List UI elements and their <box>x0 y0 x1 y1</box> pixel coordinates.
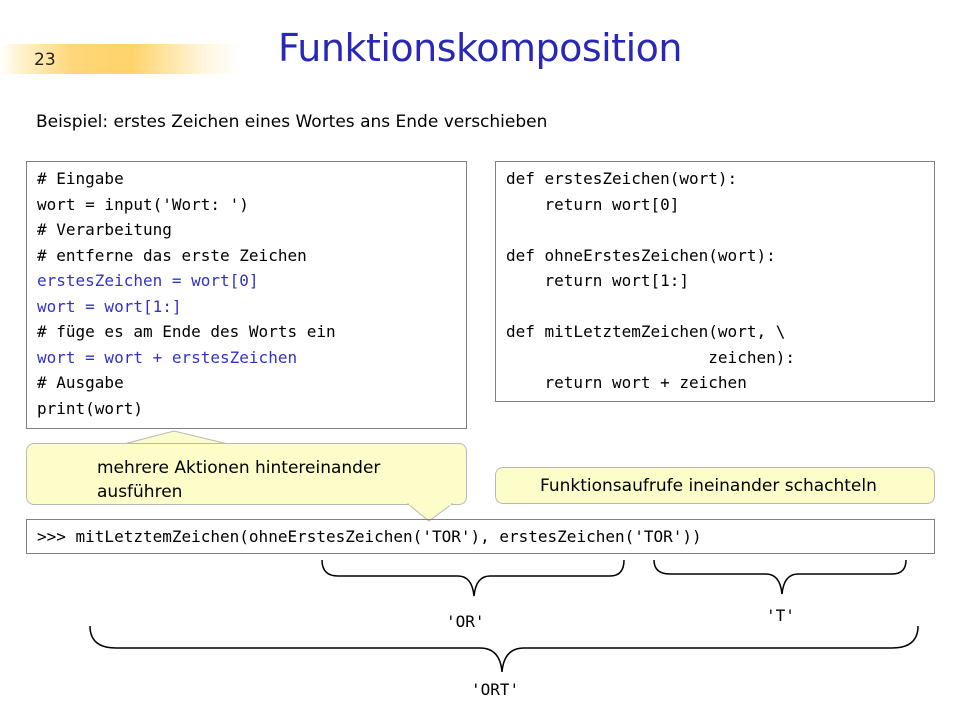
result-or: 'OR' <box>444 612 487 631</box>
slide-subtitle: Beispiel: erstes Zeichen eines Wortes an… <box>36 112 548 132</box>
code-line: # füge es am Ende des Worts ein <box>37 322 336 341</box>
code-line: def erstesZeichen(wort): <box>506 169 738 188</box>
code-line: # Eingabe <box>37 169 124 188</box>
slide-title: Funktionskomposition <box>278 26 682 70</box>
callout-sequential: mehrere Aktionen hintereinander ausführe… <box>26 443 467 505</box>
code-line: def mitLetztemZeichen(wort, \ <box>506 322 786 341</box>
callout-sequential-text: mehrere Aktionen hintereinander ausführe… <box>97 458 381 502</box>
code-line: return wort + zeichen <box>506 373 747 392</box>
callout-nested: Funktionsaufrufe ineinander schachteln <box>495 467 935 504</box>
code-line: wort = input('Wort: ') <box>37 194 249 214</box>
result-t: 'T' <box>764 606 797 625</box>
code-line: return wort[0] <box>506 194 680 214</box>
code-line: erstesZeichen = wort[0] <box>37 271 259 290</box>
nested-call-expression: >>> mitLetztemZeichen(ohneErstesZeichen(… <box>26 519 935 554</box>
code-line: # Verarbeitung <box>37 220 172 239</box>
callout-nested-text: Funktionsaufrufe ineinander schachteln <box>540 476 877 496</box>
sequential-code-block: # Eingabe wort = input('Wort: ') # Verarbe… <box>26 161 467 429</box>
code-line: # Ausgabe <box>37 373 124 392</box>
callout-right-pointer <box>406 503 454 522</box>
slide-number: 23 <box>34 50 56 70</box>
slide-number-bar <box>0 44 240 74</box>
function-definitions-code-block: def erstesZeichen(wort): return wort[0] d… <box>495 161 935 402</box>
code-line: def ohneErstesZeichen(wort): <box>506 245 776 265</box>
code-line: zeichen): <box>506 347 795 367</box>
result-ort: 'ORT' <box>469 680 522 699</box>
brace-inner-left <box>321 559 625 597</box>
code-line: print(wort) <box>37 398 143 418</box>
code-line: wort = wort + erstesZeichen <box>37 347 298 367</box>
brace-outer <box>89 625 919 673</box>
code-line: # entferne das erste Zeichen <box>37 245 307 265</box>
code-line: wort = wort[1:] <box>37 296 182 316</box>
brace-inner-right <box>653 559 907 595</box>
code-line: return wort[1:] <box>506 271 690 290</box>
